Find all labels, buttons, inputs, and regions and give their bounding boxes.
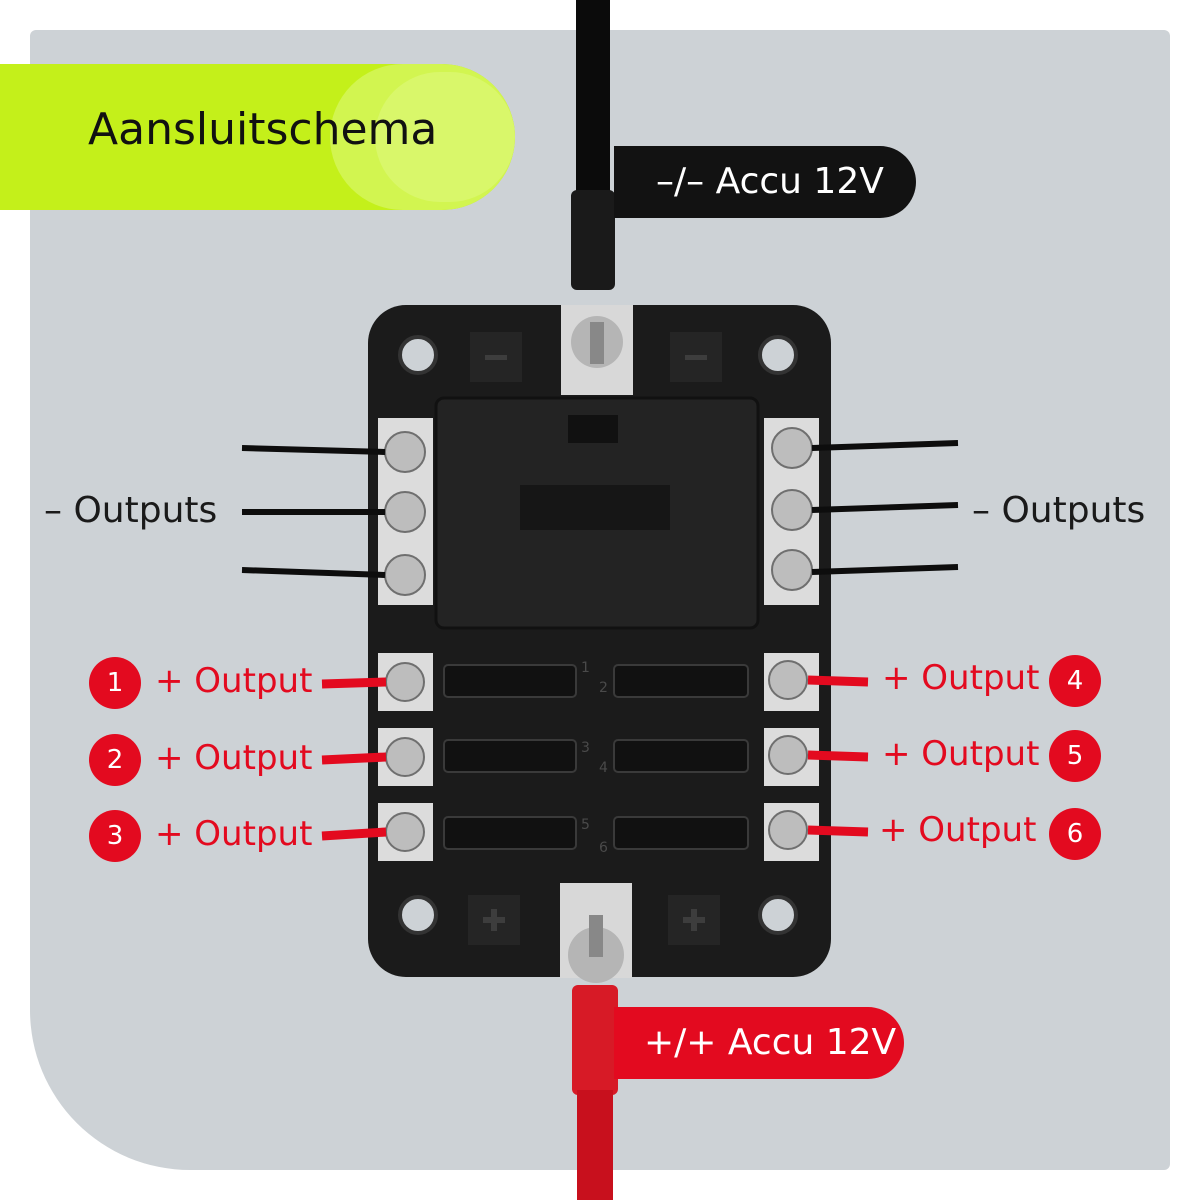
fuse-slot [613, 816, 749, 850]
plus-mark-v [491, 909, 497, 931]
positive-output-wire [321, 752, 387, 765]
negative-output-wire [811, 440, 959, 451]
cover-window [520, 485, 670, 530]
minus-mark-line [685, 355, 707, 360]
positive-stud-bolt [589, 915, 603, 957]
fuse-slot [443, 739, 577, 773]
positive-terminal-screw [385, 662, 425, 702]
output-number-badge: 6 [1049, 808, 1101, 860]
positive-output-label: + Output [155, 814, 313, 854]
negative-terminal-screw [771, 489, 813, 531]
fuse-slot-number: 3 [581, 740, 590, 756]
minus-mark-line [485, 355, 507, 360]
positive-cable-sleeve [572, 985, 618, 1095]
negative-cable-sleeve [571, 190, 615, 290]
negative-output-wire [241, 567, 386, 578]
negative-outputs-label-right: – Outputs [972, 490, 1146, 531]
positive-output-label: + Output [155, 661, 313, 701]
negative-battery-label: –/– Accu 12V [656, 161, 884, 202]
negative-output-wire [811, 502, 959, 513]
positive-terminal-screw [768, 735, 808, 775]
positive-output-wire [807, 675, 869, 687]
negative-terminal-screw [771, 549, 813, 591]
negative-terminal-screw [384, 554, 426, 596]
mounting-hole [758, 335, 798, 375]
cover-clip [568, 415, 618, 443]
title-banner-highlight-inner [375, 72, 515, 202]
fuse-slot [443, 664, 577, 698]
positive-battery-label: +/+ Accu 12V [644, 1022, 897, 1063]
positive-terminal-screw [768, 810, 808, 850]
mounting-hole [758, 895, 798, 935]
positive-terminal-screw [385, 812, 425, 852]
positive-terminal-screw [385, 737, 425, 777]
positive-output-label: + Output [882, 658, 1040, 698]
fuse-slot [613, 739, 749, 773]
negative-terminal-screw [771, 427, 813, 469]
fuse-slot-number: 5 [581, 817, 590, 833]
mounting-hole [398, 335, 438, 375]
positive-output-wire [321, 827, 387, 841]
positive-terminal-screw [768, 660, 808, 700]
negative-battery-cable [576, 0, 610, 200]
fuse-slot-number: 6 [599, 840, 608, 856]
fuse-slot-number: 1 [581, 660, 590, 676]
mounting-hole [398, 895, 438, 935]
plus-mark-v [691, 909, 697, 931]
negative-output-wire [241, 445, 386, 455]
positive-output-wire [321, 677, 387, 689]
fuse-slot [443, 816, 577, 850]
positive-battery-cable [577, 1090, 613, 1200]
negative-stud-bolt [590, 322, 604, 364]
positive-output-label: + Output [882, 734, 1040, 774]
positive-output-label: + Output [879, 810, 1037, 850]
negative-terminal-screw [384, 431, 426, 473]
negative-battery-tag: –/– Accu 12V [614, 146, 916, 218]
fuse-slot-number: 4 [599, 760, 608, 776]
positive-output-wire [807, 750, 869, 762]
output-number-badge: 4 [1049, 655, 1101, 707]
positive-output-label: + Output [155, 738, 313, 778]
negative-terminal-screw [384, 491, 426, 533]
title-banner [0, 64, 515, 210]
output-number-badge: 3 [89, 810, 141, 862]
positive-battery-tag: +/+ Accu 12V [614, 1007, 904, 1079]
fuse-slot-number: 2 [599, 680, 608, 696]
negative-output-wire [811, 564, 959, 575]
output-number-badge: 5 [1049, 730, 1101, 782]
positive-output-wire [807, 825, 869, 837]
page-title: Aansluitschema [88, 104, 438, 155]
negative-outputs-label-left: – Outputs [44, 490, 218, 531]
fuse-slot [613, 664, 749, 698]
output-number-badge: 1 [89, 657, 141, 709]
output-number-badge: 2 [89, 734, 141, 786]
